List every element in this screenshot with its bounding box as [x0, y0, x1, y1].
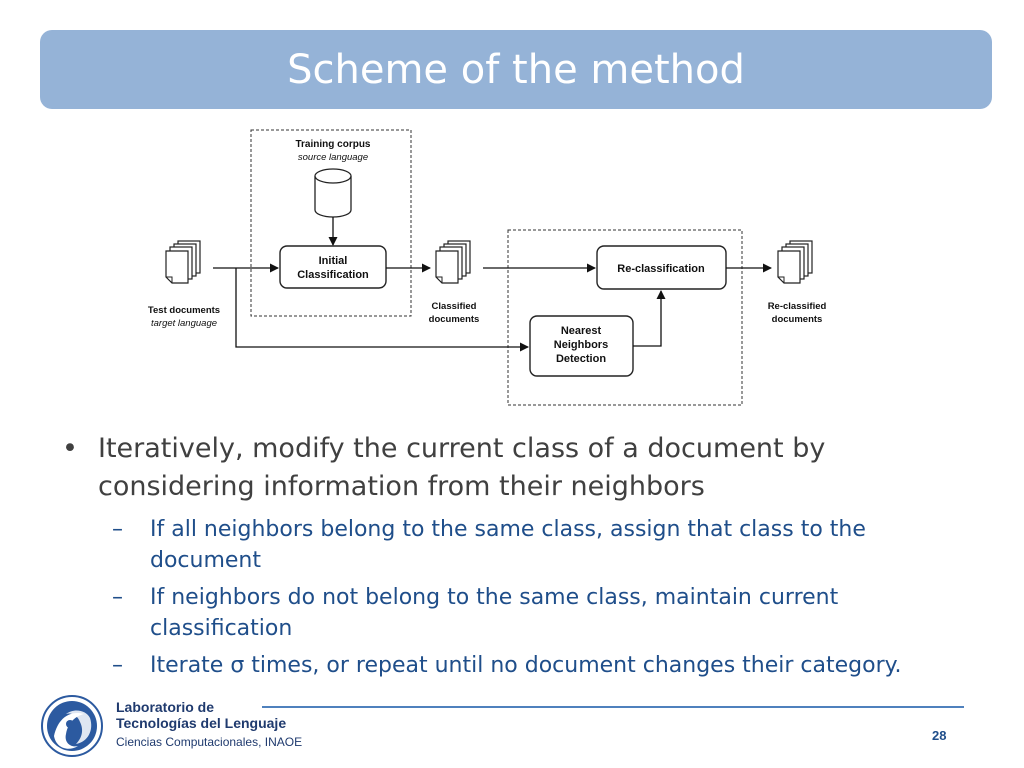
nearest-neighbors-line2: Neighbors — [554, 339, 608, 351]
initial-classification-box — [279, 245, 387, 289]
dash-icon: – — [112, 585, 123, 610]
footer-divider — [262, 706, 964, 708]
neighbors-to-reclassification-arrow — [633, 290, 666, 347]
nearest-neighbors-line1: Nearest — [561, 325, 602, 337]
lab-name-line2: Tecnologías del Lenguaje — [116, 715, 287, 731]
reclassified-documents-line1: Re-classified — [768, 301, 827, 312]
classified-documents-line1: Classified — [432, 301, 477, 312]
classified-documents-line2: documents — [429, 314, 480, 325]
sub-bullet-text: Iterate σ times, or repeat until no docu… — [150, 653, 902, 678]
sub-bullet: – Iterate σ times, or repeat until no do… — [98, 650, 982, 681]
test-documents-label: Test documents — [148, 305, 220, 316]
reclassification-dashed-box — [507, 229, 743, 406]
bullet-list: • Iteratively, modify the current class … — [62, 430, 982, 687]
test-to-neighbors-arrow — [235, 268, 529, 352]
slide-title: Scheme of the method — [287, 46, 745, 93]
title-bar: Scheme of the method — [40, 30, 992, 109]
lab-logo-icon — [41, 695, 103, 757]
dash-icon: – — [112, 653, 123, 678]
page-number: 28 — [932, 728, 947, 743]
initial-classification-line1: Initial — [319, 255, 348, 267]
lab-department: Ciencias Computacionales, INAOE — [116, 735, 303, 749]
dash-icon: – — [112, 517, 123, 542]
reclassification-label: Re-classification — [617, 263, 705, 275]
database-icon — [314, 168, 352, 218]
initial-classification-line2: Classification — [297, 269, 369, 281]
lab-name-line1: Laboratorio de — [116, 699, 215, 715]
reclassified-documents-line2: documents — [772, 314, 823, 325]
classified-documents-icon — [435, 240, 471, 284]
sub-bullet: – If all neighbors belong to the same cl… — [98, 514, 982, 576]
sub-bullet-list: – If all neighbors belong to the same cl… — [62, 514, 982, 681]
sub-bullet-text: If neighbors do not belong to the same c… — [150, 585, 839, 641]
main-bullet-text: Iteratively, modify the current class of… — [98, 433, 826, 502]
reclassified-documents-icon — [777, 240, 813, 284]
test-documents-icon — [165, 240, 201, 284]
training-dashed-box — [250, 129, 412, 317]
nearest-neighbors-line3: Detection — [556, 353, 606, 365]
training-corpus-label: Training corpus — [295, 139, 370, 150]
bullet-dot-icon: • — [62, 433, 78, 464]
sub-bullet-text: If all neighbors belong to the same clas… — [150, 517, 866, 573]
source-language-label: source language — [298, 152, 368, 163]
target-language-label: target language — [151, 318, 217, 329]
sub-bullet: – If neighbors do not belong to the same… — [98, 582, 982, 644]
main-bullet: • Iteratively, modify the current class … — [62, 430, 982, 506]
